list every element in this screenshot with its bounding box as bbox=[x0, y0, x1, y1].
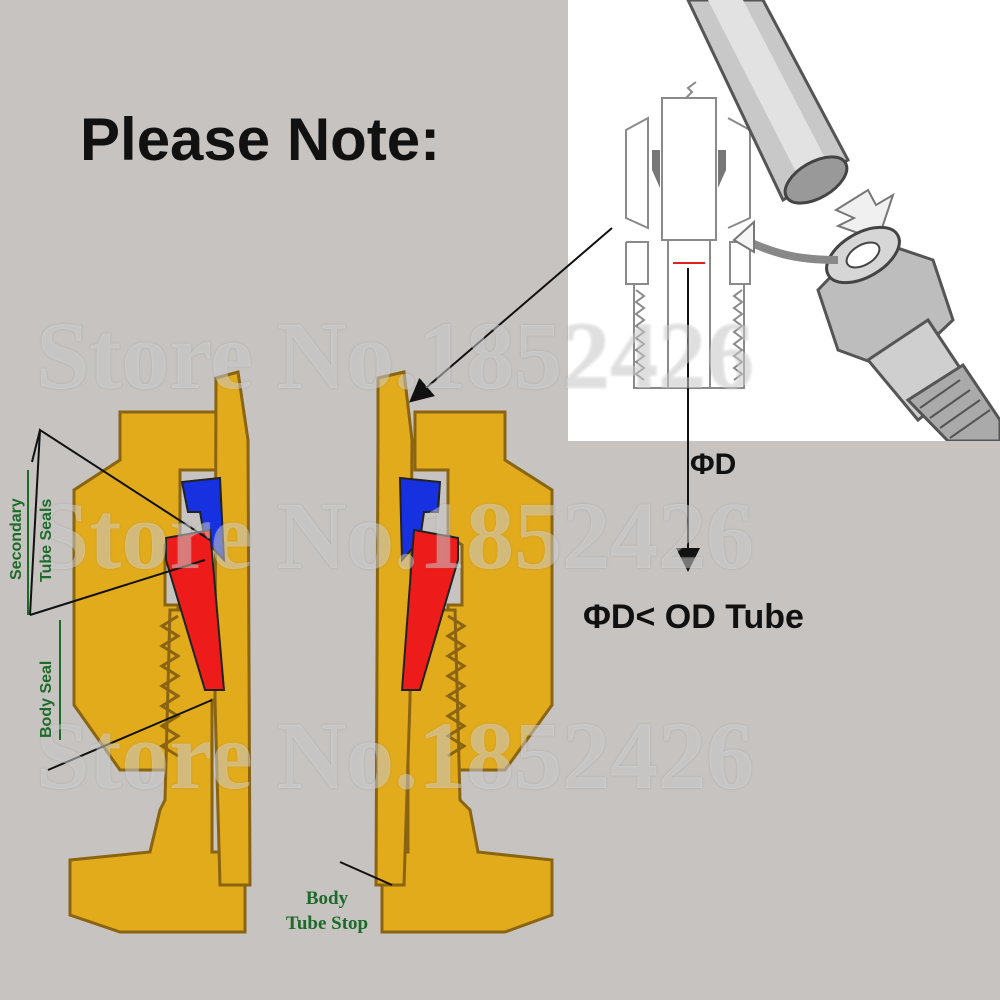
right-back-ferrule bbox=[398, 476, 442, 563]
body-seal-label: Body Seal bbox=[38, 660, 55, 738]
secondary-seal-label-line1: Secondary bbox=[8, 498, 25, 580]
body-tube-stop-label: Body Tube Stop bbox=[272, 886, 382, 936]
tube-outline bbox=[661, 97, 717, 241]
inset-panel bbox=[568, 0, 1000, 443]
body-tube-stop-line1: Body bbox=[305, 888, 349, 909]
page-title: Please Note: bbox=[80, 106, 441, 173]
nut-right-outline bbox=[727, 117, 751, 229]
left-tube-wall bbox=[213, 370, 252, 887]
nut-left-outline bbox=[625, 116, 649, 230]
tube-break bbox=[685, 81, 697, 99]
right-threads bbox=[445, 614, 467, 758]
leader-lines bbox=[29, 428, 393, 886]
phi-d-label: ΦD bbox=[690, 448, 737, 481]
left-front-ferrule bbox=[165, 528, 226, 691]
right-front-ferrule bbox=[400, 528, 459, 691]
tube-photo bbox=[686, 0, 850, 205]
left-threads bbox=[159, 614, 181, 758]
phi-d-comparison: ΦD< OD Tube bbox=[583, 598, 804, 636]
fitting-photo bbox=[816, 225, 1000, 443]
inset-fitting-drawing bbox=[625, 0, 1000, 443]
pointer-arrow bbox=[408, 227, 613, 403]
body-tube-stop-line2: Tube Stop bbox=[285, 913, 369, 934]
secondary-seal-label-line2: Tube Seals bbox=[38, 498, 55, 582]
